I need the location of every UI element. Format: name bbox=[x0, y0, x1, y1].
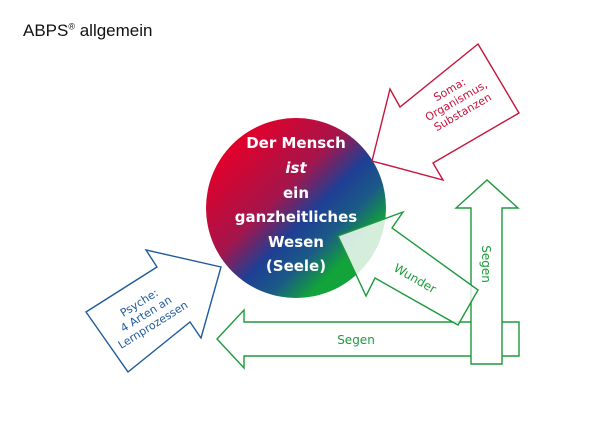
segen-horizontal-label: Segen bbox=[337, 333, 375, 347]
wunder-arrow: Wunder bbox=[337, 210, 479, 326]
segen-vertical-arrow: Segen bbox=[454, 179, 520, 365]
soma-arrow: Soma: Organismus, Substanzen bbox=[371, 42, 520, 182]
center-line-1: Der Mensch bbox=[246, 134, 346, 152]
center-line-6: (Seele) bbox=[266, 257, 326, 275]
page-title: ABPS® allgemein bbox=[23, 21, 153, 41]
center-line-5: Wesen bbox=[268, 233, 324, 251]
center-line-3: ein bbox=[283, 184, 309, 202]
center-line-2: ist bbox=[285, 159, 307, 177]
center-sphere: Der Mensch ist ein ganzheitliches Wesen … bbox=[206, 118, 386, 298]
psyche-arrow: Psyche: 4 Arten an Lernprozessen bbox=[85, 248, 222, 374]
center-line-4: ganzheitliches bbox=[235, 208, 357, 226]
segen-vertical-label: Segen bbox=[479, 245, 493, 283]
registered-mark: ® bbox=[68, 21, 75, 32]
title-text: ABPS bbox=[23, 21, 69, 40]
title-suffix: allgemein bbox=[75, 21, 153, 40]
